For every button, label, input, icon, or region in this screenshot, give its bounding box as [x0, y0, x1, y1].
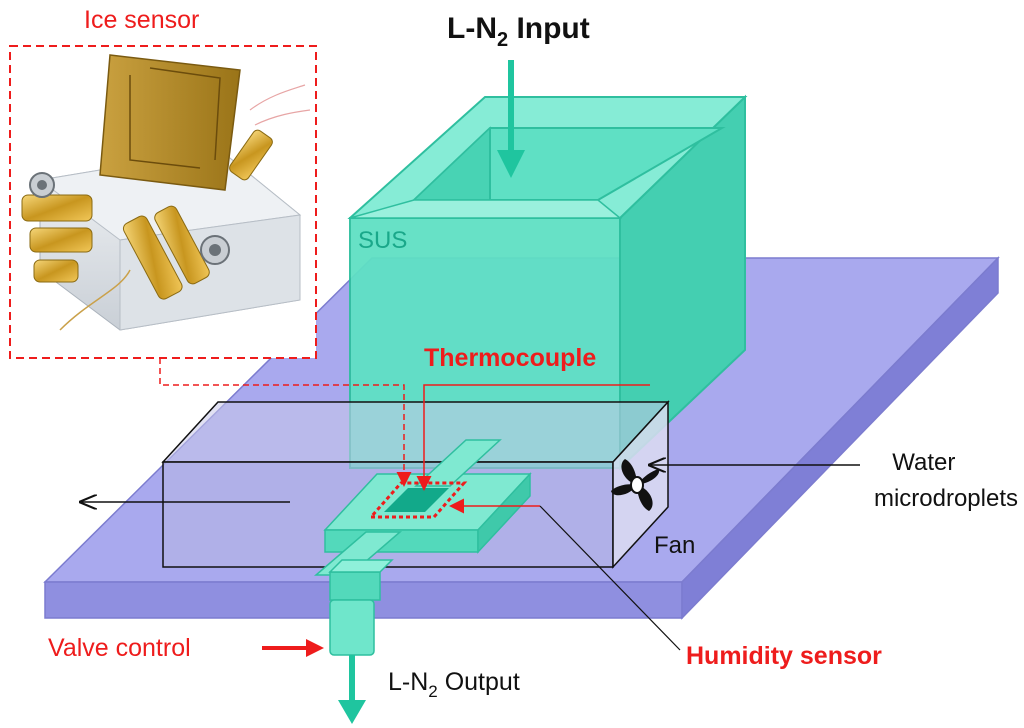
water-label-line1: Water: [892, 449, 955, 476]
thermocouple-wire: [416, 384, 650, 491]
l-n2-output-suffix: Output: [438, 668, 520, 696]
l-n2-output-label: L-N2 Output: [388, 668, 520, 701]
l-n2-input-label: L-N2 Input: [447, 12, 590, 51]
fan-icon: [611, 459, 660, 511]
fan-label: Fan: [654, 532, 695, 559]
thermocouple-label: Thermocouple: [424, 344, 596, 372]
ice-sensor-device-photo: [21, 54, 311, 331]
sus-label: SUS: [358, 227, 407, 254]
water-label: Water microdroplets: [874, 449, 1018, 512]
l-n2-output-prefix: L-N: [388, 668, 428, 696]
humidity-sensor-label: Humidity sensor: [686, 642, 882, 670]
l-n2-input-suffix: Input: [508, 12, 590, 45]
l-n2-input-prefix: L-N: [447, 12, 497, 45]
ice-sensor-label: Ice sensor: [84, 6, 199, 34]
valve-control-label: Valve control: [48, 634, 191, 662]
humidity-leader-line: [539, 505, 681, 651]
down-arrow-icon: [338, 655, 366, 724]
l-n2-input-subscript: 2: [497, 29, 508, 51]
water-label-line2: microdroplets: [874, 485, 1018, 512]
inset-connector-line: [159, 358, 412, 487]
ice-sensor-on-stage: [367, 481, 468, 519]
input-arrow: [497, 60, 525, 178]
right-arrow-icon: [262, 639, 324, 657]
l-n2-output-subscript: 2: [428, 682, 437, 701]
